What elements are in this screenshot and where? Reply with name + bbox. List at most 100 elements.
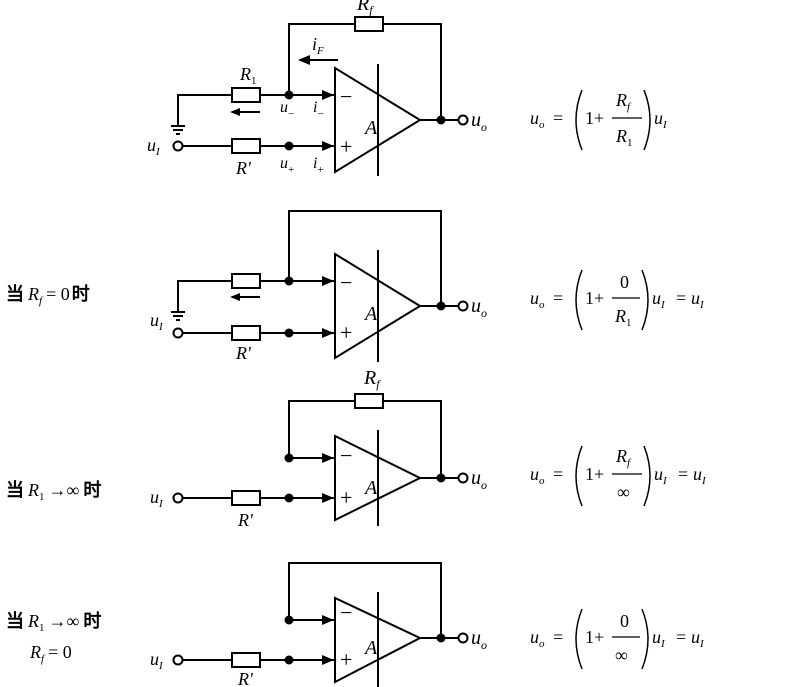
label-uo: uo	[471, 627, 487, 652]
current-arrow-if	[298, 55, 338, 65]
output-terminal	[457, 632, 469, 644]
svg-text:1+: 1+	[585, 108, 604, 128]
r1-wire	[177, 280, 335, 312]
svg-text:uo: uo	[530, 627, 545, 650]
feedback-wire	[288, 210, 442, 306]
equation-2: uo = 1+ 0 R1 uI = uI	[530, 269, 705, 331]
svg-text:R1: R1	[614, 306, 632, 329]
current-arrow-r1	[230, 108, 260, 116]
node-u-plus	[284, 655, 294, 665]
label-uo: uo	[471, 295, 487, 320]
svg-text:Rf: Rf	[615, 446, 632, 469]
svg-text:1+: 1+	[585, 627, 604, 647]
feedback-wire	[288, 562, 442, 638]
circuit-2: uI R' − + A uo	[150, 210, 487, 363]
svg-text:=: =	[553, 627, 563, 647]
label-ui: uI	[150, 310, 164, 333]
condition-4-line2: Rf= 0	[29, 642, 72, 665]
arrow-into-minus	[322, 90, 334, 100]
opamp-minus-sign: −	[340, 270, 352, 295]
opamp-minus-sign: −	[340, 443, 352, 468]
node-u-minus	[284, 90, 294, 100]
opamp-plus-sign: +	[340, 647, 352, 672]
equation-3: uo = 1+ Rf ∞ uI = uI	[530, 445, 707, 507]
svg-text:1+: 1+	[585, 464, 604, 484]
svg-text:uo: uo	[530, 108, 545, 131]
label-u-plus: u+	[280, 155, 294, 176]
svg-text:=: =	[678, 464, 688, 484]
svg-text:0: 0	[620, 272, 629, 292]
output-terminal	[457, 114, 469, 126]
circuit-4: uI R' − + A uo	[150, 562, 487, 687]
opamp-minus-sign: −	[340, 84, 352, 109]
label-rprime: R'	[235, 343, 252, 363]
opamp-minus-sign: −	[340, 600, 352, 625]
input-resistor-r1	[231, 87, 261, 103]
label-ui: uI	[150, 487, 164, 510]
equation-4: uo = 1+ 0 ∞ uI = uI	[530, 608, 705, 670]
svg-text:uI: uI	[654, 108, 668, 131]
node-u-minus	[284, 453, 294, 463]
output-terminal	[457, 472, 469, 484]
ground-icon	[171, 311, 185, 321]
opamp-plus-sign: +	[340, 320, 352, 345]
svg-text:uI: uI	[693, 464, 707, 487]
label-uo: uo	[471, 467, 487, 492]
node-u-minus	[284, 615, 294, 625]
svg-text:=: =	[676, 288, 686, 308]
svg-text:1+: 1+	[585, 288, 604, 308]
input-resistor-rprime	[231, 490, 261, 506]
feedback-resistor-rf	[354, 16, 384, 32]
label-i-plus: i+	[313, 155, 324, 176]
label-uo: uo	[471, 109, 487, 134]
opamp-label-a: A	[363, 477, 378, 499]
input-resistor-rprime	[231, 325, 261, 341]
opamp-plus-sign: +	[340, 134, 352, 159]
label-rf: Rf	[356, 0, 374, 17]
input-resistor-rprime	[231, 652, 261, 668]
label-rf: Rf	[363, 367, 381, 391]
r1-wire	[177, 94, 335, 126]
label-i-minus: i−	[313, 99, 324, 120]
label-rprime: R'	[235, 158, 252, 178]
svg-text:uI: uI	[691, 288, 705, 311]
input-resistor-r1	[231, 273, 261, 289]
node-u-plus	[284, 328, 294, 338]
svg-text:∞: ∞	[617, 482, 630, 502]
feedback-resistor-rf	[354, 393, 384, 409]
node-u-minus	[284, 276, 294, 286]
equation-1: uo = 1+ Rf R1 uI	[530, 89, 668, 151]
input-terminal-ui	[172, 327, 184, 339]
label-ui: uI	[147, 135, 161, 158]
svg-text:=: =	[553, 464, 563, 484]
node-output	[436, 301, 446, 311]
input-terminal-ui	[172, 492, 184, 504]
circuit-3: Rf uI R' − + A uo	[150, 367, 487, 530]
opamp-label-a: A	[363, 117, 378, 139]
label-if: iF	[312, 34, 324, 57]
svg-text:=: =	[553, 288, 563, 308]
node-output	[436, 115, 446, 125]
label-rprime: R'	[237, 669, 254, 687]
svg-text:uo: uo	[530, 464, 545, 487]
circuit-1: Rf R1 iF u− i− uI R' u+	[147, 0, 487, 178]
opamp-plus-sign: +	[340, 485, 352, 510]
node-output	[436, 473, 446, 483]
svg-text:Rf: Rf	[615, 90, 632, 113]
label-rprime: R'	[237, 510, 254, 530]
svg-text:0: 0	[620, 611, 629, 631]
output-terminal	[457, 300, 469, 312]
svg-text:uI: uI	[652, 288, 666, 311]
svg-text:=: =	[676, 627, 686, 647]
node-u-plus	[284, 493, 294, 503]
svg-text:uI: uI	[691, 627, 705, 650]
svg-text:uo: uo	[530, 288, 545, 311]
svg-text:uI: uI	[652, 627, 666, 650]
ground-icon	[171, 125, 185, 135]
input-resistor-rprime	[231, 138, 261, 154]
svg-text:∞: ∞	[615, 645, 628, 665]
arrow-into-plus	[322, 141, 334, 151]
input-terminal-ui	[172, 654, 184, 666]
svg-text:R1: R1	[615, 126, 633, 149]
